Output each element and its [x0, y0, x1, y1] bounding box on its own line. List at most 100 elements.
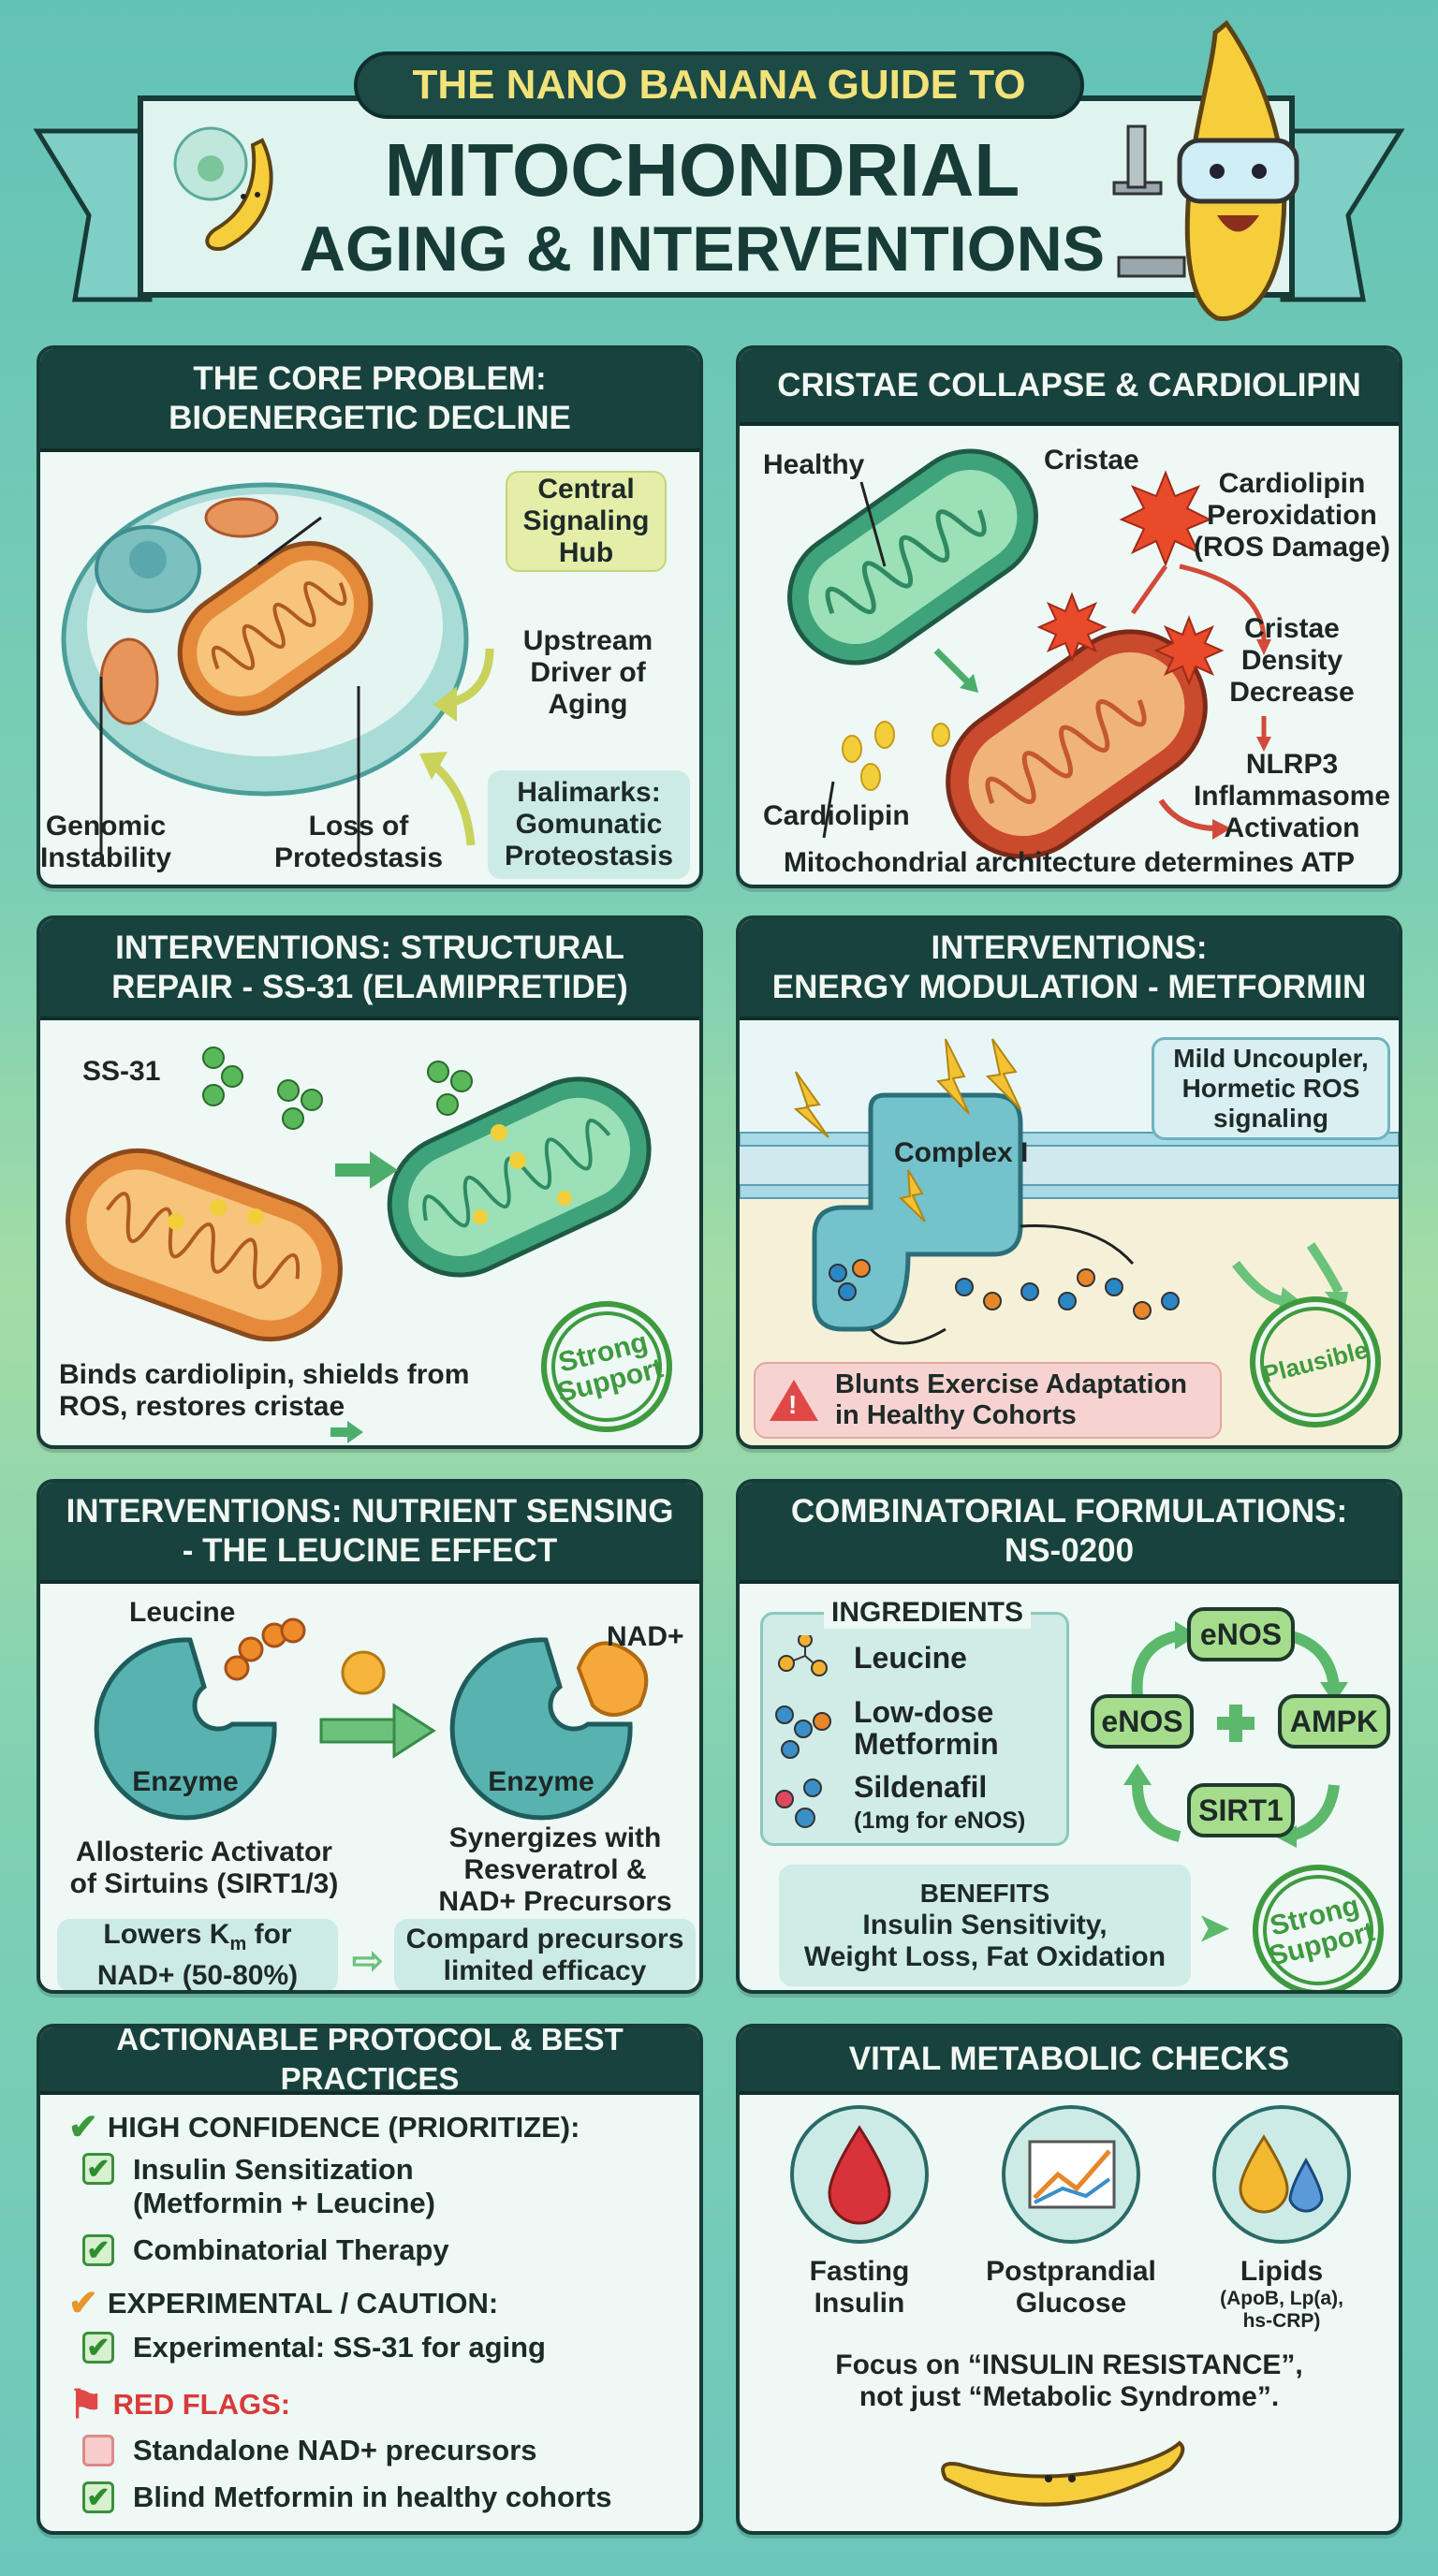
- callout-text: signaling: [1213, 1104, 1328, 1133]
- panel-core-problem: THE CORE PROBLEM: BIOENERGETIC DECLINE C…: [37, 345, 703, 888]
- label-line: (ApoB, Lp(a),: [1220, 2288, 1343, 2309]
- panel-title-line: NS-0200: [1004, 1532, 1135, 1569]
- red-flag-icon: ⚑: [68, 2382, 104, 2426]
- item-text: Standalone NAD+ precursors: [133, 2434, 537, 2466]
- label-line: Metformin: [854, 1727, 999, 1761]
- panel-title-line: THE CORE PROBLEM:: [193, 360, 547, 397]
- focus-note: Focus on “INSULIN RESISTANCE”,not just “…: [740, 2349, 1399, 2413]
- box-text: Compard precursors: [405, 1924, 684, 1954]
- panel-title-line: INTERVENTIONS:: [931, 929, 1208, 966]
- title-banner: THE NANO BANANA GUIDE TO MITOCHONDRIAL A…: [0, 0, 1438, 337]
- panel-header: ACTIONABLE PROTOCOL & BEST PRACTICES: [40, 2027, 699, 2096]
- nad-label: NAD+: [607, 1621, 684, 1652]
- cycle-node-sirt1: SIRT1: [1187, 1783, 1295, 1837]
- cycle-arrows: [1123, 1621, 1348, 1848]
- km-text: NAD+ (50-80%): [96, 1960, 299, 1991]
- ingredient-leucine: Leucine: [854, 1641, 967, 1675]
- panel-protocol: ACTIONABLE PROTOCOL & BEST PRACTICES ✔HI…: [37, 2024, 703, 2535]
- heading-text: EXPERIMENTAL / CAUTION:: [107, 2286, 499, 2320]
- item-text: (Metformin + Leucine): [133, 2187, 435, 2219]
- label-line: (ROS Damage): [1193, 532, 1391, 563]
- panel-header: INTERVENTIONS: NUTRIENT SENSING- THE LEU…: [40, 1483, 699, 1584]
- label-line: Resveratrol &: [463, 1854, 647, 1885]
- warning-text: in Healthy Cohorts: [835, 1400, 1077, 1430]
- label-line: of Sirtuins (SIRT1/3): [69, 1868, 339, 1899]
- blood-drop-icon: [828, 2125, 891, 2225]
- item-text: Experimental: SS-31 for aging: [133, 2331, 546, 2364]
- label-line: Aging: [548, 689, 628, 720]
- red-flags-heading: ⚑RED FLAGS:: [68, 2381, 290, 2427]
- benefits-text: Weight Loss, Fat Oxidation: [803, 1941, 1167, 1972]
- callout-text: Hub: [558, 537, 614, 568]
- label-line: Loss of: [308, 811, 409, 842]
- label-line: Focus on “INSULIN RESISTANCE”,: [835, 2349, 1303, 2380]
- protocol-item: ✔ Experimental: SS-31 for aging: [82, 2331, 546, 2364]
- label-line: Instability: [40, 842, 172, 873]
- panel-header: THE CORE PROBLEM: BIOENERGETIC DECLINE: [40, 349, 699, 452]
- label-line: Decrease: [1229, 677, 1355, 708]
- label-line: Genomic: [45, 811, 167, 842]
- panel-title-line: INTERVENTIONS: NUTRIENT SENSING: [66, 1493, 674, 1530]
- checkmark-icon: ✔: [68, 2108, 98, 2147]
- protocol-item: Standalone NAD+ precursors: [82, 2434, 537, 2467]
- item-text: Combinatorial Therapy: [133, 2233, 449, 2266]
- experimental-heading: ✔ EXPERIMENTAL / CAUTION:: [68, 2282, 498, 2324]
- label-line: Peroxidation: [1207, 500, 1377, 531]
- main-title: MITOCHONDRIAL AGING & INTERVENTIONS: [281, 131, 1123, 288]
- ribbon-graphic: [33, 95, 1405, 302]
- cristae-cardiolipin-illustration: [787, 448, 1271, 859]
- panel-title-line: REPAIR - SS-31 (ELAMIPRETIDE): [111, 969, 628, 1005]
- ingredient-sildenafil: Sildenafil: [854, 1770, 988, 1804]
- ingredients-title: INGREDIENTS: [824, 1597, 1032, 1629]
- ss31-mitochondria-illustration: [66, 1046, 652, 1443]
- banana-mascot-icon: [941, 2440, 1185, 2507]
- ingredient-sildenafil-dose: (1mg for eNOS): [854, 1808, 1026, 1834]
- heading-text: RED FLAGS:: [112, 2387, 291, 2421]
- title-line-1: MITOCHONDRIAL: [384, 128, 1020, 212]
- footer-line: ROS, restores cristae: [59, 1391, 345, 1422]
- callout-text: Hormetic ROS: [1181, 1074, 1360, 1103]
- protocol-item: ✔Insulin Sensitization(Metformin + Leuci…: [82, 2153, 435, 2220]
- enzyme-label: Enzyme: [488, 1766, 594, 1797]
- check-lipids: Lipids(ApoB, Lp(a),hs-CRP): [1197, 2256, 1366, 2333]
- callout-text: Central: [537, 474, 635, 505]
- benefits-title: BENEFITS: [919, 1879, 1050, 1908]
- checkbox-checked-icon: ✔: [82, 2332, 114, 2364]
- label-line: Proteostasis: [273, 842, 444, 873]
- lipid-drops-icon: [1239, 2134, 1289, 2214]
- panel-title-line: COMBINATORIAL FORMULATIONS:: [790, 1493, 1348, 1530]
- checkmark-icon: ✔: [68, 2284, 98, 2323]
- label-line: Activation: [1224, 812, 1360, 843]
- checkbox-empty-icon: [82, 2435, 114, 2466]
- label-line: hs-CRP): [1242, 2310, 1321, 2332]
- kicker-text: THE NANO BANANA GUIDE TO: [412, 62, 1026, 108]
- callout-text: Halimarks:: [517, 777, 661, 808]
- checkbox-checked-icon: ✔: [82, 2234, 114, 2266]
- callout-text: Proteostasis: [504, 841, 674, 871]
- cycle-node-ampk: AMPK: [1278, 1694, 1390, 1749]
- benefits-text: Insulin Sensitivity,: [862, 1910, 1108, 1940]
- cell-mitochondria-illustration: [61, 482, 494, 855]
- panel-header: COMBINATORIAL FORMULATIONS:NS-0200: [740, 1483, 1399, 1584]
- footer-line: Binds cardiolipin, shields from: [59, 1359, 470, 1390]
- ss31-label: SS-31: [82, 1056, 161, 1087]
- callout-text: Gomunatic: [515, 809, 663, 840]
- label-line: NLRP3: [1245, 749, 1339, 780]
- banana-scientist-mascot-icon: [1112, 20, 1299, 322]
- label-line: Cristae: [1244, 613, 1340, 644]
- kicker-pill: THE NANO BANANA GUIDE TO: [354, 51, 1084, 119]
